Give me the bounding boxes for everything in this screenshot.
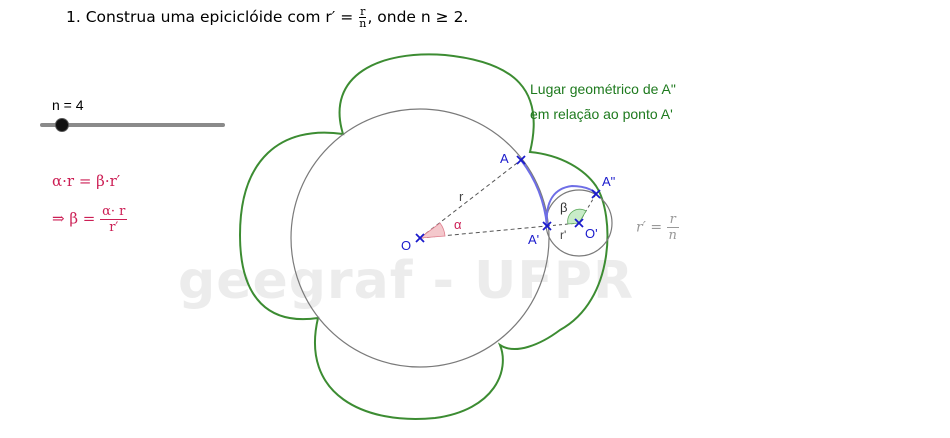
- title-fraction-num: r: [359, 5, 367, 18]
- point-A-marker[interactable]: [516, 155, 526, 165]
- rprime-lhs: r′ =: [636, 219, 663, 236]
- title-fraction-den: n: [359, 17, 367, 30]
- point-Adouble-marker[interactable]: [591, 189, 601, 199]
- point-Aprime-marker[interactable]: [542, 221, 552, 231]
- locus-line-2: em relação ao ponto A': [530, 106, 673, 122]
- label-beta: β: [560, 200, 567, 215]
- exercise-title: 1. Construa uma epiciclóide com r′ = r n…: [66, 6, 468, 29]
- label-Aprime: A': [528, 232, 539, 247]
- label-rprime: r': [560, 228, 566, 242]
- n-slider-track[interactable]: [40, 123, 225, 127]
- rprime-num: r: [666, 212, 679, 228]
- locus-label: Lugar geométrico de A" em relação ao pon…: [530, 77, 676, 127]
- watermark: geegraf - UFPR: [178, 251, 635, 311]
- rprime-fraction: r n: [666, 212, 679, 243]
- beta-formula-lhs: ⇒ β =: [52, 209, 96, 228]
- label-A: A: [500, 151, 509, 166]
- beta-formula-num: α· r: [100, 204, 128, 220]
- label-Oprime: O': [585, 226, 598, 241]
- title-suffix: , onde n ≥ 2.: [367, 8, 469, 26]
- label-O: O: [401, 238, 411, 253]
- beta-sector: [567, 208, 587, 225]
- rprime-den: n: [668, 228, 677, 243]
- locus-line-1: Lugar geométrico de A": [530, 81, 676, 97]
- beta-formula: ⇒ β = α· r r′: [52, 204, 128, 235]
- label-r: r: [459, 189, 464, 204]
- alpha-sector: [418, 222, 446, 239]
- label-alpha: α: [454, 217, 462, 232]
- n-slider-knob[interactable]: [55, 118, 69, 132]
- arc-A-Aprime: [520, 159, 548, 227]
- point-Oprime-marker[interactable]: [574, 218, 584, 228]
- beta-formula-den: r′: [109, 220, 119, 235]
- slider-label: n = 4: [52, 97, 84, 113]
- epicycloid-curve: [238, 53, 609, 420]
- relation-formula: α·r = β·r′: [52, 172, 121, 190]
- label-Adouble: A": [602, 174, 616, 189]
- title-prefix: 1. Construa uma epiciclóide com r′ =: [66, 8, 354, 26]
- title-fraction: r n: [359, 5, 367, 30]
- beta-formula-fraction: α· r r′: [100, 204, 128, 235]
- point-O-marker[interactable]: [415, 233, 425, 243]
- rprime-formula: r′ = r n: [636, 212, 679, 243]
